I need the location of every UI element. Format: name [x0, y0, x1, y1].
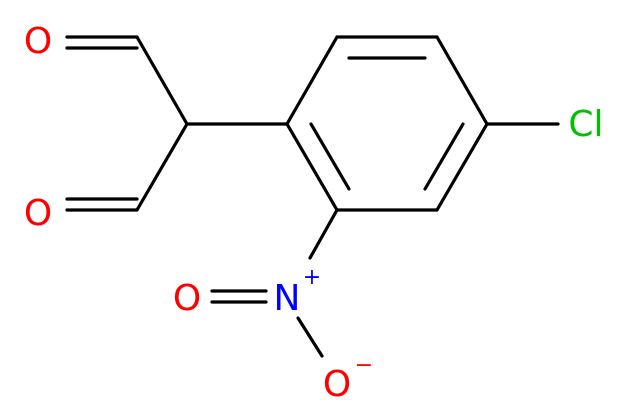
bond-ring-c4-c5-inner [423, 122, 465, 191]
bond-ring-c1-c2 [285, 35, 339, 126]
bond-n-o-bottom [296, 316, 324, 358]
charge-plus: + [303, 265, 321, 290]
bond-c6-n [308, 208, 339, 260]
bond-ring-c4-c5 [435, 122, 489, 212]
atom-label-o-nitro-left: O [173, 278, 201, 319]
bond-ch-cho-bottom [135, 122, 189, 212]
atom-label-n: N [274, 278, 301, 319]
charge-minus: − [355, 353, 373, 378]
bond-ring-c6-c1-inner [309, 122, 351, 191]
bond-ring-c6-c1 [285, 122, 339, 212]
bond-ring-c3-c4 [435, 35, 489, 126]
bond-ch-cho-top [135, 35, 189, 126]
atom-label-o-top: O [24, 21, 52, 62]
atom-label-o-nitro-bottom: O [323, 364, 351, 405]
atom-label-o-mid: O [24, 193, 52, 234]
atom-label-cl: Cl [568, 104, 603, 145]
